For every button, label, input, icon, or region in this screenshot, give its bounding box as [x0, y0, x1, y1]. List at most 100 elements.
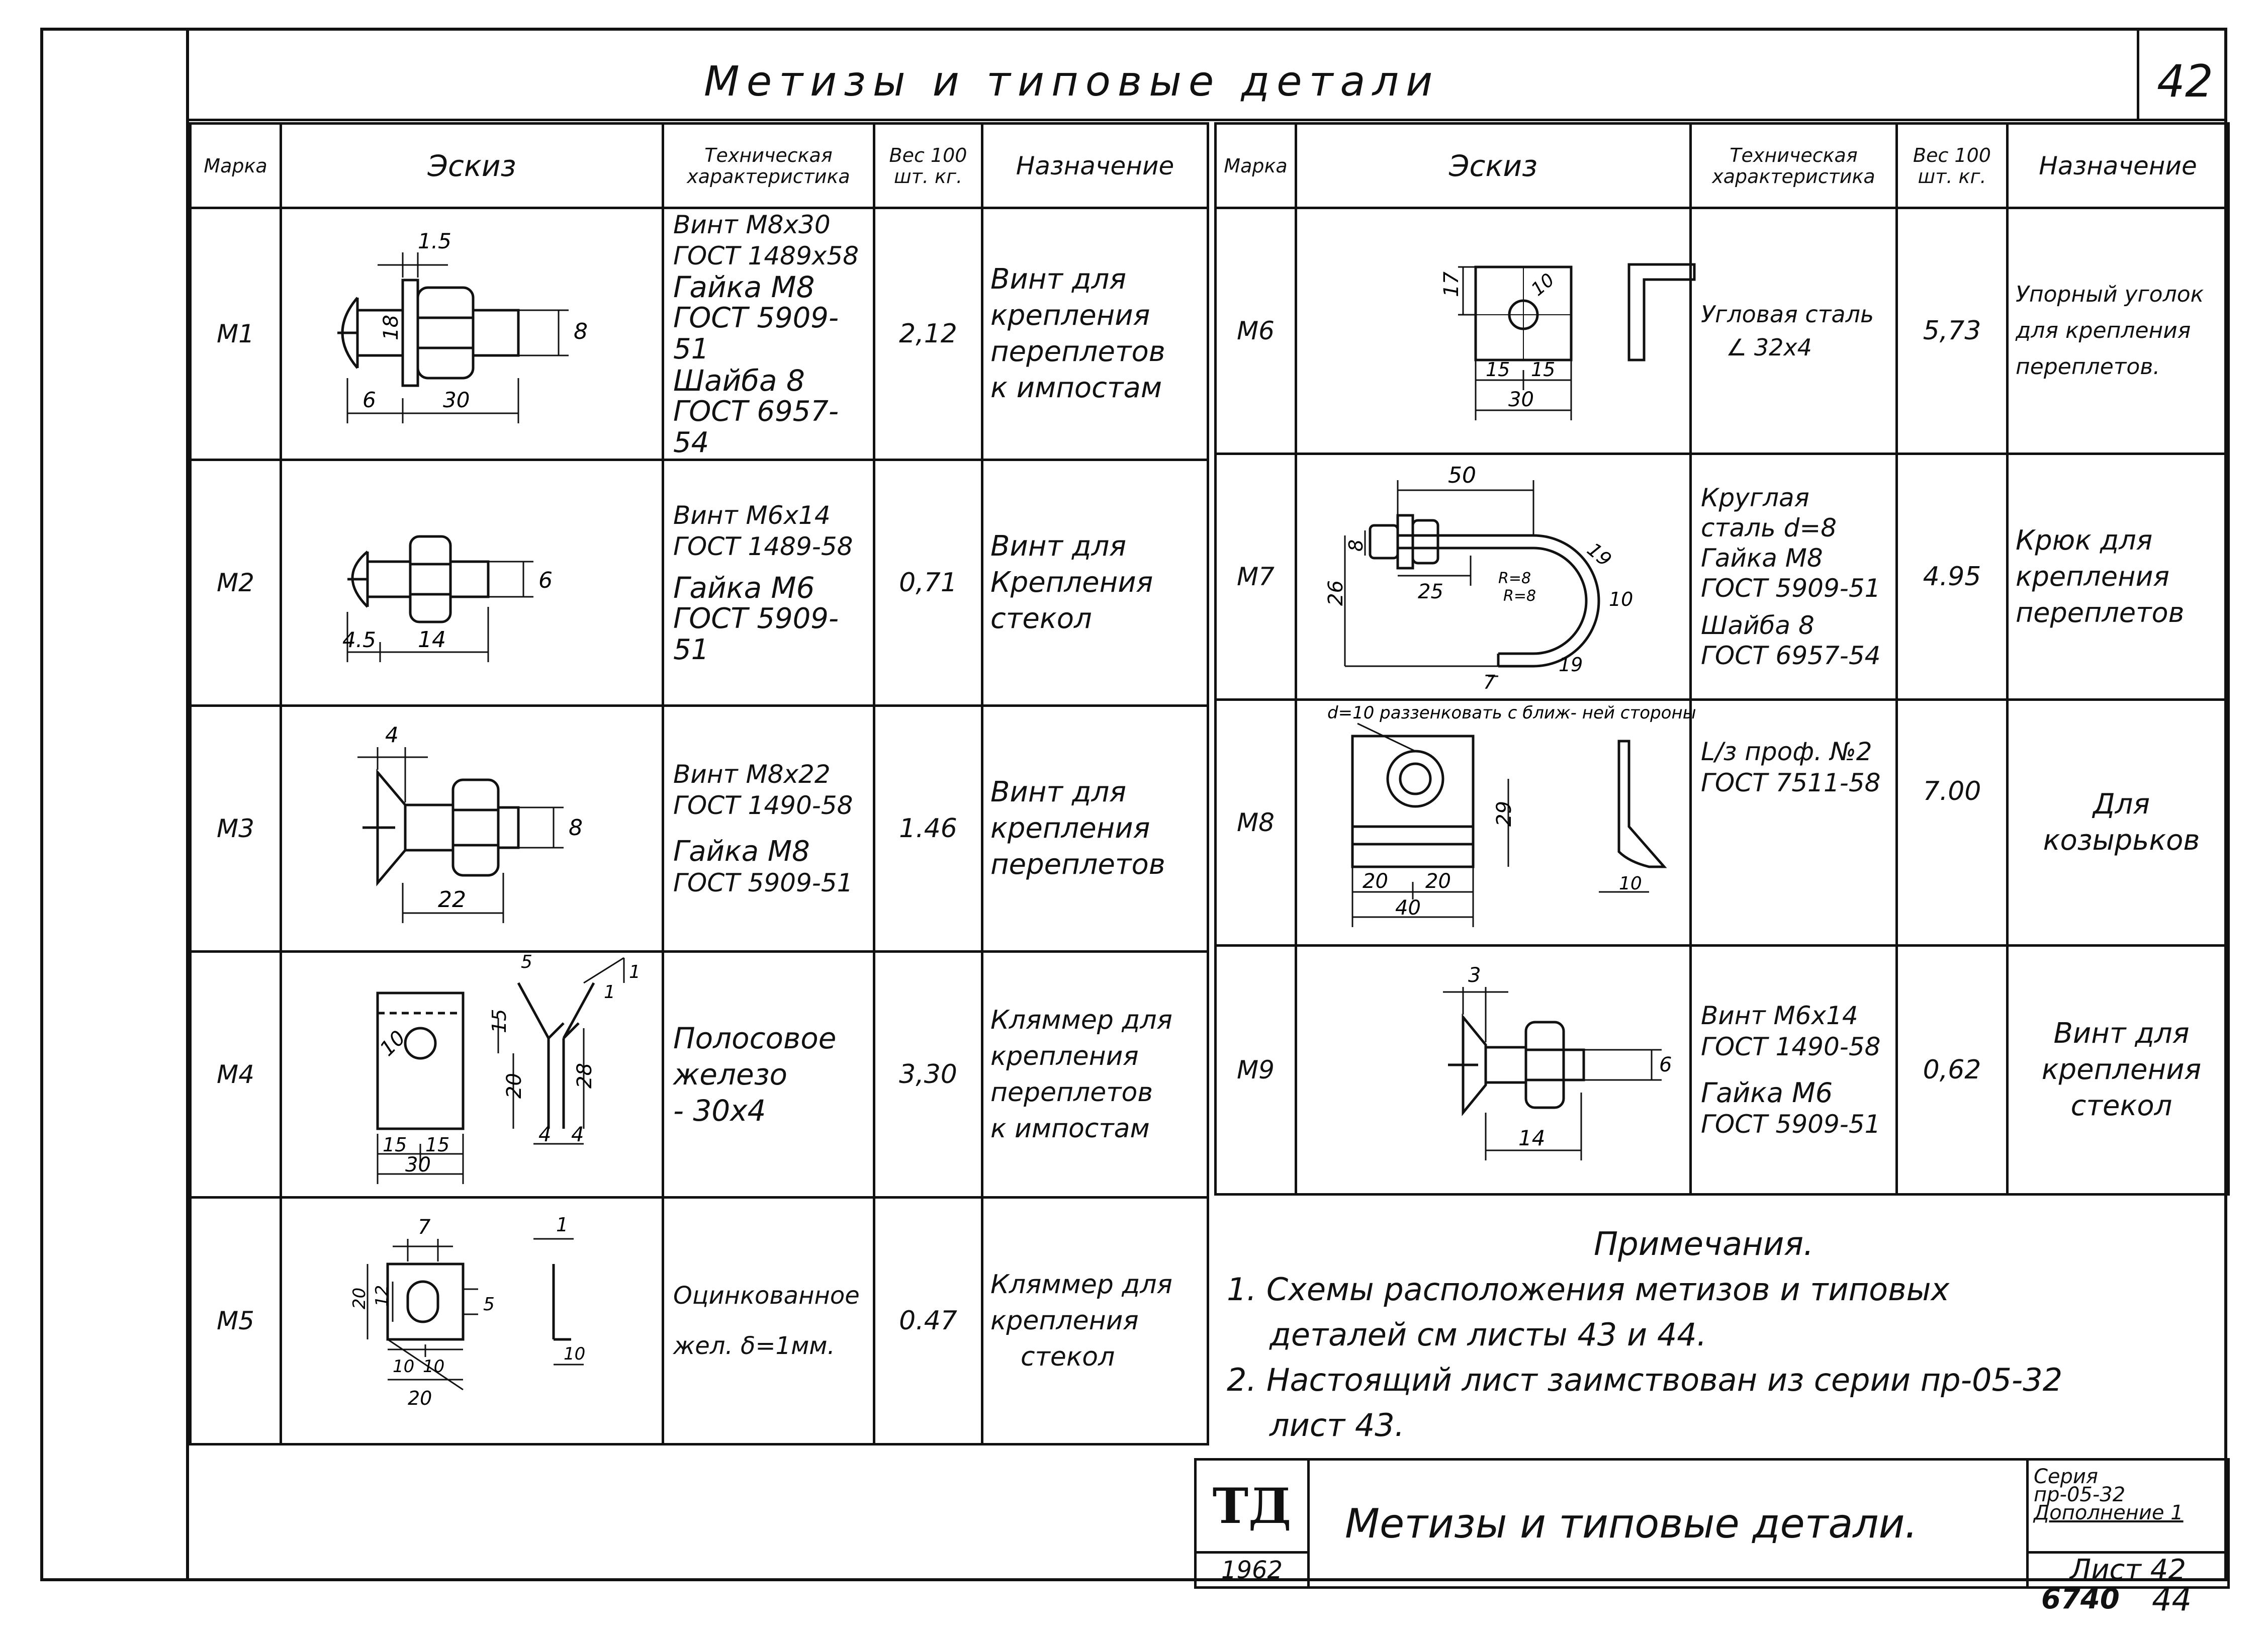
- purpose-line: Винт для: [2053, 1017, 2190, 1050]
- sheet-title: Метизы и типовые детали: [704, 58, 1440, 106]
- series-line: пр-05-32: [2034, 1483, 2126, 1506]
- header-tech: Техническая характеристика: [662, 122, 875, 209]
- purpose-line: крепления: [2041, 1053, 2202, 1086]
- purpose-line: стекол: [1021, 1342, 1115, 1372]
- stamp-series: Серия пр-05-32 Дополнение 1: [2026, 1458, 2230, 1554]
- row-tech: Винт М6х14 ГОСТ 1490-58 Гайка М6 ГОСТ 59…: [1689, 944, 1898, 1196]
- dim-m8-c: 20: [1425, 870, 1451, 893]
- table-header-row: Марка Эскиз Техническая характеристика В…: [189, 122, 1209, 209]
- row-mark: М2: [189, 459, 282, 707]
- dim-m6-a: 17: [1440, 272, 1463, 297]
- series-line: Дополнение 1: [2034, 1501, 2184, 1524]
- row-mark: М5: [189, 1196, 282, 1445]
- table-row: М9: [1214, 944, 2230, 1196]
- sketch-m1: 1.5 18 8 6 30: [280, 207, 664, 461]
- dim-m6-c: 15: [1486, 358, 1510, 381]
- purpose-line: Упорный уголок: [2016, 282, 2204, 307]
- row-weight: 4.95: [1895, 453, 2009, 701]
- tech-line: ГОСТ 5909-51: [673, 302, 839, 366]
- header-tech: Техническая характеристика: [1689, 122, 1898, 209]
- purpose-line: Крюк для: [2016, 524, 2153, 556]
- purpose-line: козырьков: [2043, 824, 2200, 857]
- dim-m8-e: 10: [1619, 873, 1642, 894]
- dim-m1-e: 30: [443, 388, 470, 412]
- header-mark: Марка: [1214, 122, 1297, 209]
- dim-m7-h: 10: [1609, 588, 1633, 610]
- purpose-line: Винт для: [990, 776, 1127, 808]
- row-mark: М7: [1214, 453, 1297, 701]
- dim-m4-g: 30: [405, 1153, 431, 1177]
- dim-m4-h: 4: [538, 1123, 551, 1146]
- table-row: М2: [189, 459, 1209, 707]
- row-mark: М3: [189, 704, 282, 953]
- row-purpose: Винт для крепления переплетов к импостам: [981, 207, 1209, 461]
- dim-m1-c: 8: [574, 319, 588, 344]
- row-mark: М9: [1214, 944, 1297, 1196]
- tech-line: Винт М8х22: [673, 760, 831, 789]
- dim-m4-e: 15: [383, 1134, 407, 1156]
- dim-m5-c: 20: [349, 1288, 370, 1309]
- tech-line: Гайка М8: [1701, 544, 1823, 573]
- tech-line: Угловая сталь: [1701, 301, 1874, 328]
- dim-m5-f: 10: [393, 1357, 414, 1377]
- purpose-line: Кляммер для: [990, 1270, 1172, 1300]
- tech-line: ГОСТ 7511-58: [1701, 768, 1881, 797]
- dim-m7-a: 50: [1448, 463, 1476, 488]
- sketch-m9: 3 6 14: [1295, 944, 1692, 1196]
- tech-line: ГОСТ 6957-54: [673, 395, 839, 459]
- sketch-m3: 4 8 22: [280, 704, 664, 953]
- screw-nut-drawing: 6 4.5 14: [342, 535, 553, 662]
- purpose-line: к импостам: [990, 372, 1162, 404]
- dim-m4-l: 1: [604, 982, 615, 1003]
- dim-m5-g: 10: [423, 1357, 444, 1377]
- tech-line: ГОСТ 5909-51: [1701, 574, 1881, 603]
- dim-m3-b: 8: [569, 815, 583, 841]
- tech-line: Оцинкованное: [673, 1282, 860, 1310]
- dim-m7-f: R=8: [1503, 587, 1536, 605]
- dim-m9-c: 14: [1518, 1126, 1545, 1150]
- purpose-line: переплетов: [990, 848, 1165, 881]
- dim-m7-e: R=8: [1498, 570, 1531, 587]
- purpose-line: переплетов.: [2016, 354, 2160, 380]
- tech-line: ГОСТ 5909-51: [673, 868, 853, 897]
- dim-m4-d: 28: [573, 1063, 596, 1089]
- sketch-m5: 7 1 20 12 5 10 10 20 10: [280, 1196, 664, 1445]
- countersunk-screw-m6-drawing: 3 6 14: [1443, 964, 1672, 1160]
- purpose-line: Винт для: [990, 530, 1127, 563]
- tech-line: ∠ 32х4: [1726, 334, 1812, 361]
- purpose-line: стекол: [990, 602, 1092, 635]
- dim-m4-a: 10: [376, 1026, 410, 1061]
- purpose-line: крепления: [2016, 561, 2170, 592]
- title-block: ТД Метизы и типовые детали. Серия пр-05-…: [1194, 1458, 2230, 1589]
- row-tech: Винт М8х22 ГОСТ 1490-58 Гайка М8 ГОСТ 59…: [662, 704, 875, 953]
- row-purpose: Крюк для крепления переплетов: [2006, 453, 2230, 701]
- tech-line: ГОСТ 6957-54: [1701, 641, 1881, 670]
- series-line: Серия: [2034, 1465, 2098, 1488]
- dim-m4-c: 20: [503, 1073, 526, 1099]
- dim-m8-a: 29: [1493, 801, 1516, 827]
- row-weight: 5,73: [1895, 207, 2009, 455]
- m8-countersink-note: d=10 раззенковать с ближ- ней стороны: [1327, 703, 1696, 723]
- dim-m5-b: 1: [556, 1214, 568, 1236]
- dim-m7-i: 19: [1559, 654, 1583, 676]
- tech-line: Гайка М6: [673, 571, 815, 605]
- dim-m1-d: 6: [362, 388, 376, 412]
- tech-line: Полосовое: [673, 1021, 837, 1055]
- sketch-m6: 17 10 15 15 30: [1295, 207, 1696, 455]
- row-weight: 3,30: [873, 950, 983, 1199]
- dim-m3-c: 22: [438, 887, 466, 913]
- sketch-m2: 6 4.5 14: [280, 459, 664, 707]
- tech-line: ГОСТ 1489-58: [673, 532, 853, 561]
- tech-line: ГОСТ 1490-58: [673, 791, 853, 820]
- dim-m5-i: 10: [564, 1344, 585, 1364]
- purpose-line: переплетов: [990, 1077, 1153, 1108]
- dim-m7-d: 25: [1418, 580, 1443, 603]
- stamp-year: 1962: [1194, 1551, 1310, 1589]
- row-purpose: Упорный уголок для крепления переплетов.: [2006, 207, 2230, 455]
- dim-m9-b: 6: [1659, 1053, 1672, 1076]
- tech-line: Винт М6х14: [1701, 1001, 1858, 1030]
- dim-m4-j: 5: [521, 952, 532, 972]
- row-weight: 7.00: [1895, 698, 2009, 947]
- row-mark: М6: [1214, 207, 1297, 455]
- dim-m2-c: 14: [418, 627, 446, 653]
